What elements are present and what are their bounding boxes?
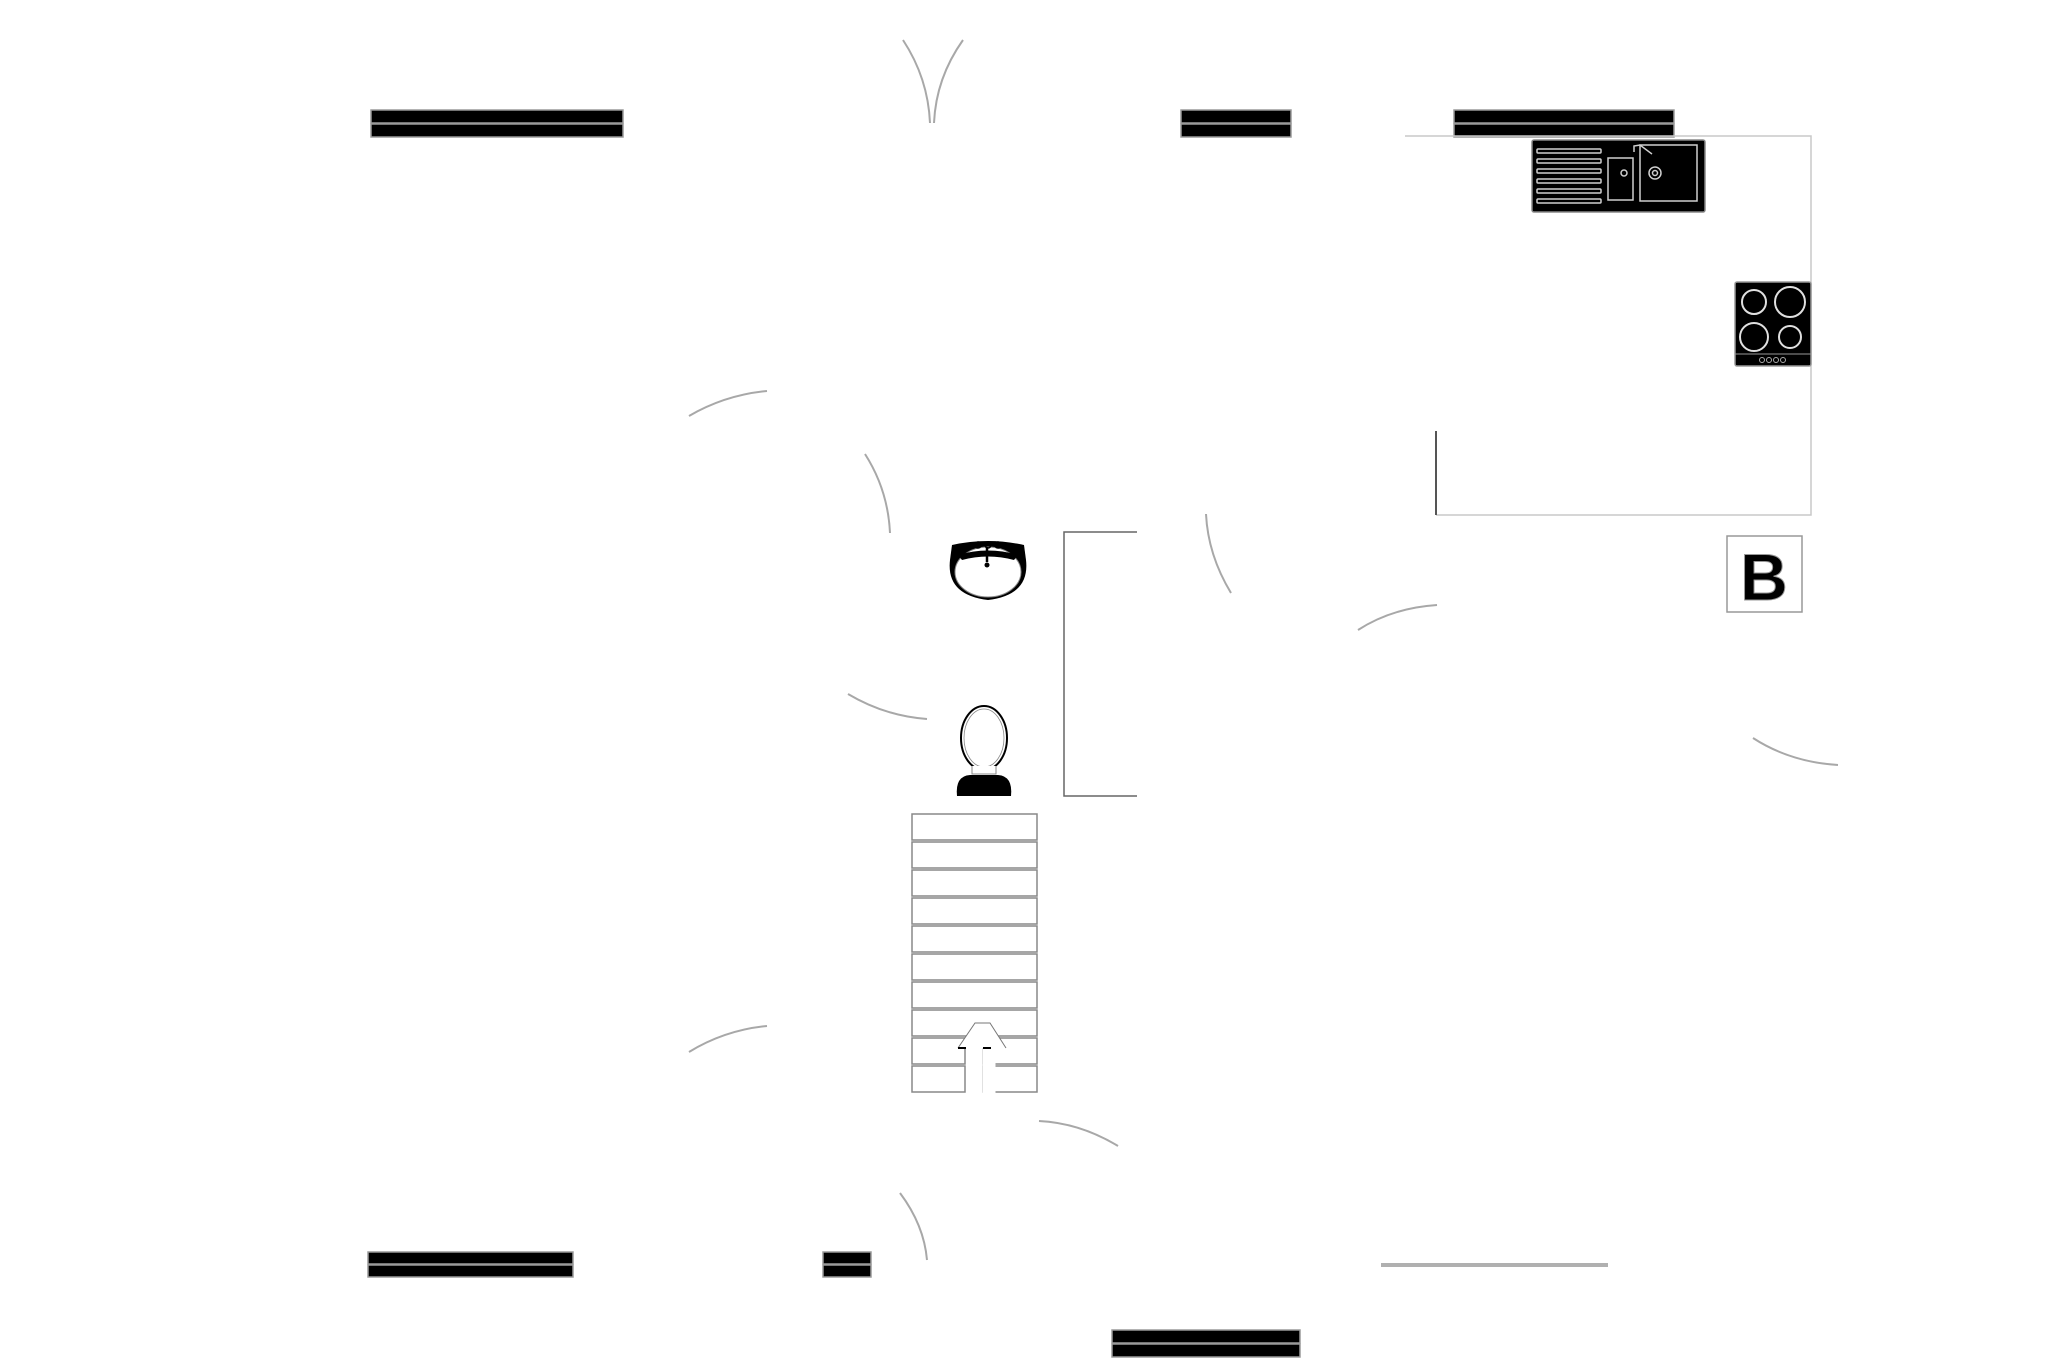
boiler: B xyxy=(1726,535,1803,615)
stair-direction-arrow-icon xyxy=(957,1022,1007,1101)
door-bathroom-swing xyxy=(847,693,928,720)
window-top-kitchen xyxy=(1453,109,1675,138)
boiler-label: B xyxy=(1740,540,1788,614)
stair-step xyxy=(911,1065,966,1093)
window-bottom-center xyxy=(1111,1329,1301,1358)
door-left-upper-swing xyxy=(688,390,768,417)
front-double-door-right-swing xyxy=(933,39,964,124)
stair-step xyxy=(911,841,1038,869)
stair-step xyxy=(911,869,1038,897)
toilet xyxy=(956,705,1012,796)
window-bottom-left xyxy=(367,1251,574,1278)
front-double-door-left-swing xyxy=(902,39,931,124)
staircase xyxy=(911,813,1038,1093)
hob xyxy=(1734,281,1812,367)
door-right-room-swing xyxy=(1752,737,1839,766)
window-top-middle xyxy=(1180,109,1292,138)
stair-step xyxy=(911,897,1038,925)
door-landing-upper-swing xyxy=(864,453,891,534)
door-kitchen-left-swing xyxy=(1205,513,1232,594)
window-bottom-small xyxy=(822,1251,872,1278)
stair-step xyxy=(911,953,1038,981)
stair-step xyxy=(911,813,1038,841)
stair-step xyxy=(911,981,1038,1009)
kitchen-sink xyxy=(1531,139,1706,213)
window-top-left xyxy=(370,109,624,138)
cupboard xyxy=(1063,531,1137,797)
stair-step xyxy=(911,1037,966,1065)
door-lower-right-swing xyxy=(1038,1120,1119,1147)
washbasin xyxy=(949,541,1027,600)
door-kitchen-right-swing xyxy=(1357,604,1438,631)
door-left-lower-swing xyxy=(688,1025,768,1053)
stair-step xyxy=(911,925,1038,953)
door-stair-bottom-swing xyxy=(899,1192,928,1261)
